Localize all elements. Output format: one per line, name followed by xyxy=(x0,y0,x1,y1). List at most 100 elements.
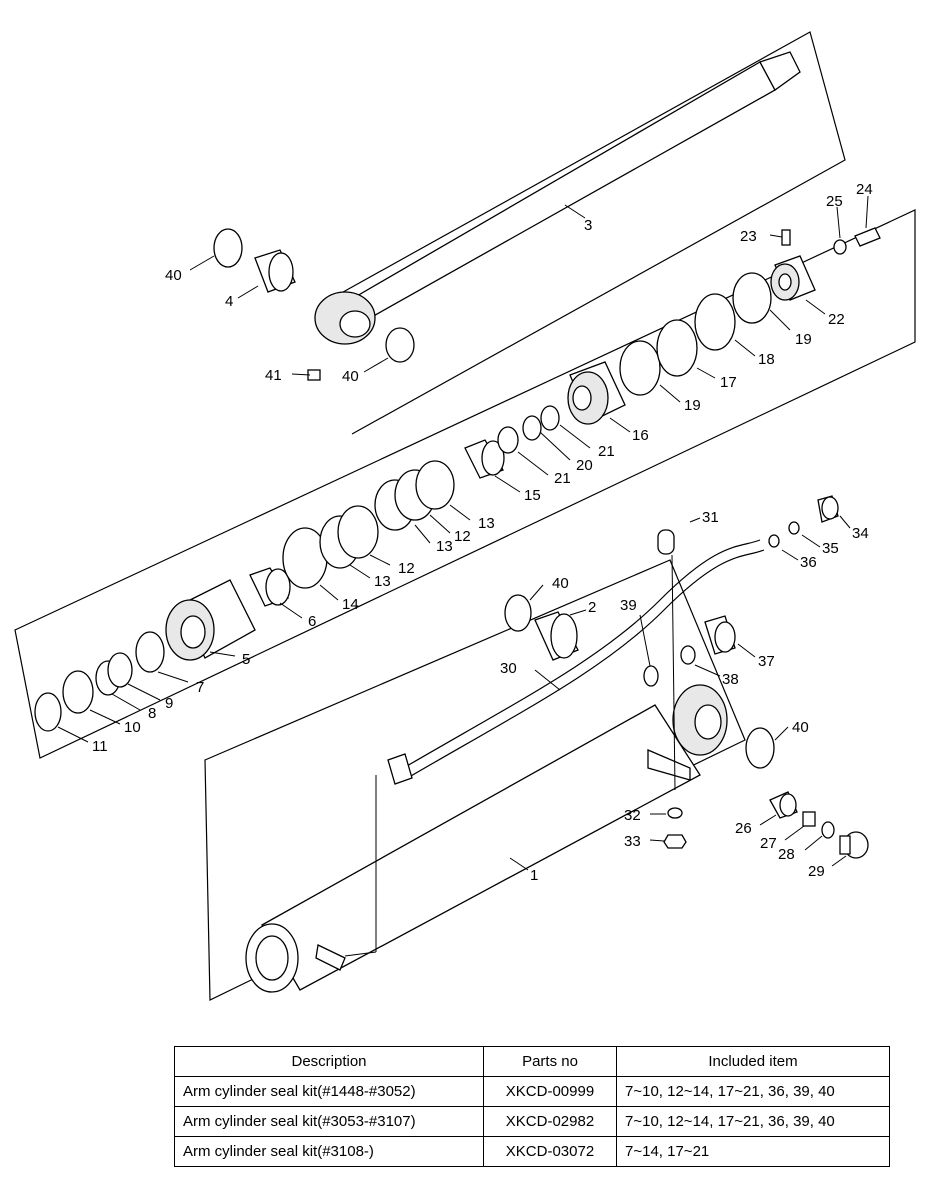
callout-36: 36 xyxy=(800,554,817,571)
seal-plane-frame xyxy=(14,209,916,759)
callout-19b: 19 xyxy=(795,331,812,348)
callout-17: 17 xyxy=(720,374,737,391)
u-bolt-31 xyxy=(657,529,675,555)
callout-40-lower: 40 xyxy=(792,719,809,736)
bushing-6 xyxy=(249,567,291,607)
leader-lines xyxy=(57,195,869,871)
callout-18: 18 xyxy=(758,351,775,368)
header-description: Description xyxy=(174,1046,484,1077)
table-row: Arm cylinder seal kit(#3108-) XKCD-03072… xyxy=(174,1136,890,1167)
row-description: Arm cylinder seal kit(#3108-) xyxy=(174,1136,484,1167)
callout-31: 31 xyxy=(702,509,719,526)
callout-35: 35 xyxy=(822,540,839,557)
ring-18 xyxy=(694,293,736,351)
ring-17 xyxy=(656,319,698,377)
callout-30: 30 xyxy=(500,660,517,677)
callout-38: 38 xyxy=(722,671,739,688)
callout-10: 10 xyxy=(124,719,141,736)
ring-13c xyxy=(415,460,455,510)
spring-27 xyxy=(802,811,816,827)
set-screw-23 xyxy=(781,229,791,246)
callout-27: 27 xyxy=(760,835,777,852)
ring-21a xyxy=(497,426,519,454)
callout-20: 20 xyxy=(576,457,593,474)
callout-15: 15 xyxy=(524,487,541,504)
ring-19b xyxy=(732,272,772,324)
callout-19a: 19 xyxy=(684,397,701,414)
cylinder-tube xyxy=(245,684,728,993)
callout-25: 25 xyxy=(826,193,843,210)
nut-22 xyxy=(770,255,816,301)
snap-ring-11 xyxy=(34,692,62,732)
callout-24: 24 xyxy=(856,181,873,198)
callout-8: 8 xyxy=(148,705,156,722)
callout-6: 6 xyxy=(308,613,316,630)
callout-40-upper: 40 xyxy=(165,267,182,284)
callout-21b: 21 xyxy=(554,470,571,487)
piston-rod xyxy=(314,51,801,345)
callout-22: 22 xyxy=(828,311,845,328)
rod-cover-5 xyxy=(165,579,256,661)
ring-12a xyxy=(337,505,379,559)
callout-13b: 13 xyxy=(436,538,453,555)
row-parts-no: XKCD-03072 xyxy=(483,1136,617,1167)
bushing-2 xyxy=(534,611,579,661)
callout-26: 26 xyxy=(735,820,752,837)
row-description: Arm cylinder seal kit(#1448-#3052) xyxy=(174,1076,484,1107)
header-included-item: Included item xyxy=(616,1046,890,1077)
seal-kit-table: Description Parts no Included item Arm c… xyxy=(174,1046,890,1167)
table-header-row: Description Parts no Included item xyxy=(174,1046,890,1077)
callout-37: 37 xyxy=(758,653,775,670)
callout-40-rod: 40 xyxy=(342,368,359,385)
row-parts-no: XKCD-02982 xyxy=(483,1106,617,1137)
ring-7 xyxy=(135,631,165,673)
callout-29: 29 xyxy=(808,863,825,880)
exploded-parts-diagram: 1 2 3 4 5 6 7 8 9 10 11 12 12 13 13 13 1… xyxy=(14,31,916,1001)
ring-40-rod xyxy=(385,327,415,363)
nut-33 xyxy=(663,834,687,849)
callout-labels: 1 2 3 4 5 6 7 8 9 10 11 12 12 13 13 13 1… xyxy=(92,181,873,884)
ring-19a xyxy=(619,340,661,396)
table-row: Arm cylinder seal kit(#1448-#3052) XKCD-… xyxy=(174,1076,890,1107)
ring-9 xyxy=(107,652,133,688)
callout-39: 39 xyxy=(620,597,637,614)
callout-13a: 13 xyxy=(478,515,495,532)
row-included-item: 7~10, 12~14, 17~21, 36, 39, 40 xyxy=(616,1076,890,1107)
callout-5: 5 xyxy=(242,651,250,668)
plug-29 xyxy=(839,831,869,859)
callout-12a: 12 xyxy=(454,528,471,545)
ring-40-lower xyxy=(745,727,775,769)
callout-1: 1 xyxy=(530,867,538,884)
washer-32 xyxy=(667,807,683,819)
ring-21b xyxy=(540,405,560,431)
piston-16 xyxy=(567,361,626,425)
callout-16: 16 xyxy=(632,427,649,444)
callout-12b: 12 xyxy=(398,560,415,577)
check-valve-26 xyxy=(769,791,798,819)
ring-20 xyxy=(522,415,542,441)
callout-4: 4 xyxy=(225,293,233,310)
u-bolt-line xyxy=(671,554,676,791)
ring-35 xyxy=(788,521,800,535)
callout-11: 11 xyxy=(92,738,108,755)
callout-32: 32 xyxy=(624,807,641,824)
table-row: Arm cylinder seal kit(#3053-#3107) XKCD-… xyxy=(174,1106,890,1137)
callout-28: 28 xyxy=(778,846,795,863)
header-parts-no: Parts no xyxy=(483,1046,617,1077)
rod-plane-frame xyxy=(317,31,846,435)
ring-25 xyxy=(833,239,847,255)
ring-36 xyxy=(768,534,780,548)
bushing-37 xyxy=(704,615,736,655)
ring-10 xyxy=(62,670,94,714)
callout-34: 34 xyxy=(852,525,869,542)
row-included-item: 7~14, 17~21 xyxy=(616,1136,890,1167)
bushing-15 xyxy=(464,439,505,479)
callout-14: 14 xyxy=(342,596,359,613)
row-description: Arm cylinder seal kit(#3053-#3107) xyxy=(174,1106,484,1137)
bushing-4 xyxy=(254,249,296,293)
pin-24 xyxy=(854,227,881,247)
callout-21a: 21 xyxy=(598,443,615,460)
callout-9: 9 xyxy=(165,695,173,712)
ring-28 xyxy=(821,821,835,839)
ring-40-tube xyxy=(504,594,532,632)
